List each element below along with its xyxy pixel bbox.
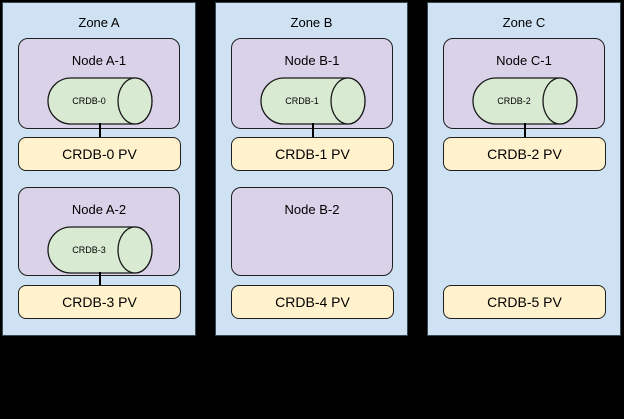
pv-crdb-0-label: CRDB-0 PV [62,146,137,162]
node-c-1-label: Node C-1 [496,53,552,68]
zone-b-title: Zone B [290,15,333,30]
pv-crdb-1: CRDB-1 PV [231,137,394,171]
cylinder-icon [47,226,153,274]
pod-crdb-3: CRDB-3 [47,226,153,274]
node-c-1: Node C-1 CRDB-2 [443,38,605,129]
cylinder-icon [472,77,578,125]
pv-crdb-2: CRDB-2 PV [443,137,606,171]
pod-crdb-2-label: CRDB-2 [497,96,531,106]
pv-crdb-3: CRDB-3 PV [18,285,181,319]
pv-crdb-1-label: CRDB-1 PV [275,146,350,162]
zone-b: Zone B Node B-1 CRDB-1 CRDB-1 PV Node B-… [215,2,408,336]
zone-c-title: Zone C [502,15,546,30]
connector-crdb-1-to-pv [312,123,314,140]
node-a-2: Node A-2 CRDB-3 [18,187,180,276]
node-b-2-label: Node B-2 [284,202,340,217]
cylinder-icon [260,77,366,125]
pv-crdb-4-label: CRDB-4 PV [275,294,350,310]
pod-crdb-0-label: CRDB-0 [72,96,106,106]
pv-crdb-3-label: CRDB-3 PV [62,294,137,310]
connector-crdb-3-to-pv [99,272,101,287]
pv-crdb-5: CRDB-5 PV [443,285,606,319]
pod-crdb-1: CRDB-1 [260,77,366,125]
node-a-1: Node A-1 CRDB-0 [18,38,180,129]
pv-crdb-4: CRDB-4 PV [231,285,394,319]
node-b-1-label: Node B-1 [284,53,340,68]
pod-crdb-0: CRDB-0 [47,77,153,125]
connector-crdb-0-to-pv [99,123,101,140]
node-b-1: Node B-1 CRDB-1 [231,38,393,129]
pv-crdb-2-label: CRDB-2 PV [487,146,562,162]
pv-crdb-5-label: CRDB-5 PV [487,294,562,310]
node-b-2: Node B-2 [231,187,393,276]
connector-crdb-2-to-pv [524,123,526,140]
zone-a: Zone A Node A-1 CRDB-0 CRDB-0 PV Node A-… [2,2,196,336]
pod-crdb-3-label: CRDB-3 [72,245,106,255]
zone-a-title: Zone A [78,15,120,30]
node-a-2-label: Node A-2 [71,202,127,217]
pod-crdb-1-label: CRDB-1 [285,96,319,106]
cylinder-icon [47,77,153,125]
pod-crdb-2: CRDB-2 [472,77,578,125]
node-a-1-label: Node A-1 [71,53,127,68]
pv-crdb-0: CRDB-0 PV [18,137,181,171]
zone-c: Zone C Node C-1 CRDB-2 CRDB-2 PV CRDB-5 … [427,2,621,336]
